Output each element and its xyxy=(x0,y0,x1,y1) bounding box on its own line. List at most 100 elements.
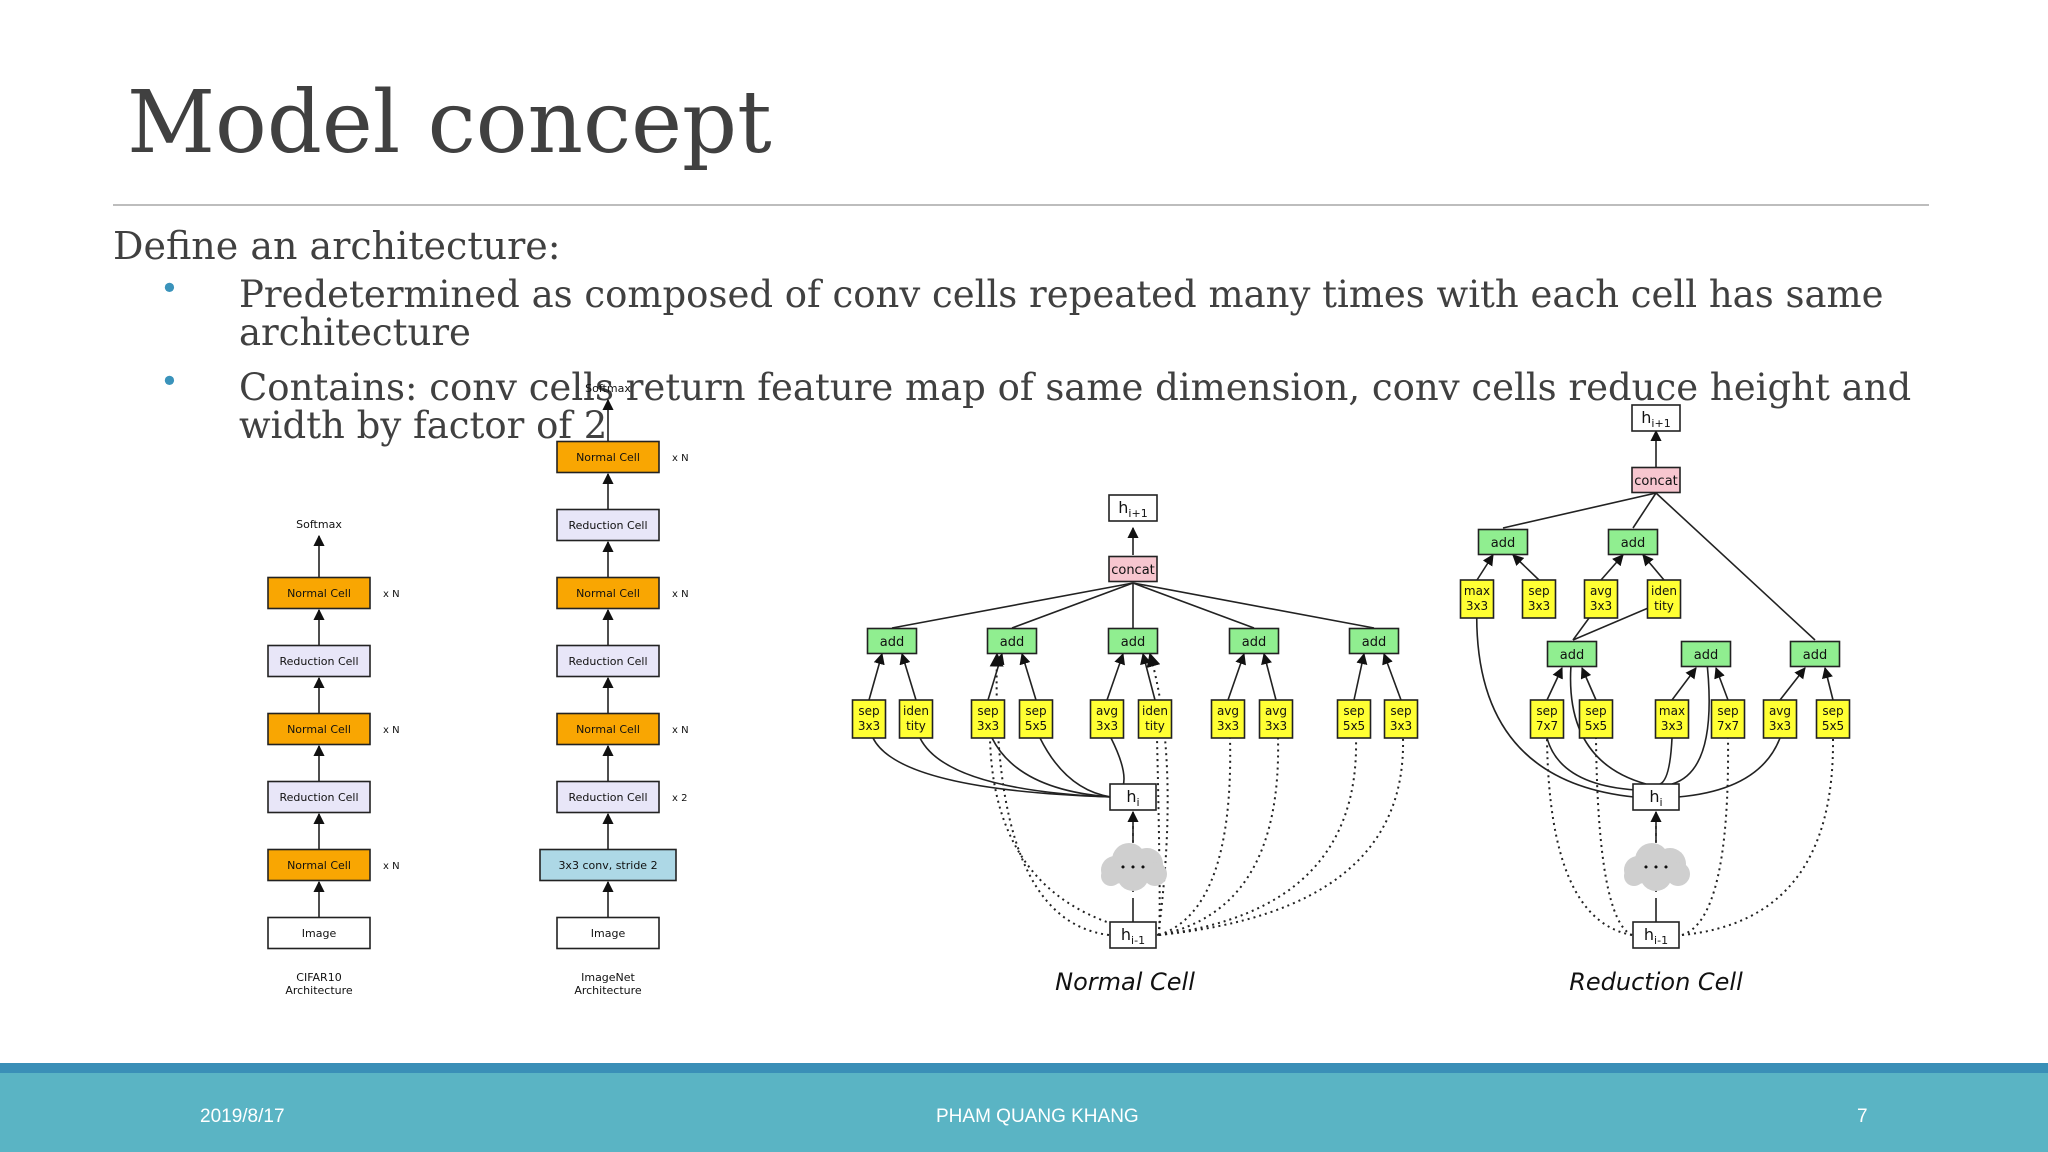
normal-hi-node-label: hi xyxy=(1126,787,1139,809)
imagenet-block-label: Normal Cell xyxy=(576,723,640,736)
connector-line xyxy=(1502,492,1657,529)
op-node-label: sep xyxy=(1822,704,1843,718)
op-node-label: avg xyxy=(1217,704,1239,718)
add-node-label: add xyxy=(1491,536,1515,551)
cifar-block-label: Reduction Cell xyxy=(279,791,358,804)
cloud-part xyxy=(1666,862,1690,886)
imagenet-caption: Architecture xyxy=(574,984,642,997)
op-node-label: max xyxy=(1659,704,1685,718)
add-node-label: add xyxy=(1242,635,1266,650)
imagenet-block xyxy=(539,848,677,882)
dotted-connector xyxy=(1546,737,1633,936)
op-node-label: sep xyxy=(1585,704,1606,718)
connector-line xyxy=(987,652,1005,701)
op-node-label: sep xyxy=(1343,704,1364,718)
op-node-label: 3x3 xyxy=(858,719,880,733)
connector-line xyxy=(1382,652,1402,701)
normal-concat-label: concat xyxy=(1111,563,1155,578)
op-node xyxy=(1089,699,1125,739)
footer-date: 2019/8/17 xyxy=(200,1106,285,1127)
cifar-block xyxy=(267,848,371,882)
add-node-label: add xyxy=(1803,648,1827,663)
reduction-cell-caption: Reduction Cell xyxy=(1569,968,1743,996)
op-node xyxy=(851,699,887,739)
add-node xyxy=(1477,528,1529,556)
imagenet-block-label: Normal Cell xyxy=(576,587,640,600)
dotted-connector xyxy=(1158,737,1358,936)
op-node-label: 5x5 xyxy=(1585,719,1607,733)
connector-line xyxy=(1642,554,1665,581)
cifar-repeat-label: x N xyxy=(383,589,400,600)
imagenet-block-label: Reduction Cell xyxy=(568,791,647,804)
add-node xyxy=(1607,528,1659,556)
op-node-label: sep xyxy=(858,704,879,718)
footer-author: PHAM QUANG KHANG xyxy=(936,1106,1139,1127)
add-node xyxy=(1546,640,1598,668)
connector-line xyxy=(1140,652,1156,701)
op-node-label: 3x3 xyxy=(1096,719,1118,733)
connector-line xyxy=(1671,667,1697,701)
connector-line xyxy=(1011,582,1134,629)
op-node xyxy=(1654,699,1690,739)
connector-line xyxy=(1512,554,1540,581)
op-node xyxy=(1646,579,1682,619)
op-node-label: iden xyxy=(903,704,929,718)
imagenet-block xyxy=(556,712,660,746)
solid-connector xyxy=(1039,737,1112,798)
cloud-part xyxy=(1143,862,1167,886)
add-node-label: add xyxy=(1362,635,1386,650)
connector-line xyxy=(1132,582,1255,629)
cifar-softmax-label: Softmax xyxy=(296,518,342,531)
connector-line xyxy=(1572,602,1661,641)
imagenet-repeat-label: x 2 xyxy=(672,793,687,804)
reduction-output-node xyxy=(1631,404,1681,432)
imagenet-block-label: Reduction Cell xyxy=(568,655,647,668)
op-node-label: 3x3 xyxy=(977,719,999,733)
normal-cell-caption: Normal Cell xyxy=(1055,968,1195,996)
op-node-label: tity xyxy=(1654,599,1674,613)
cifar-block-label: Normal Cell xyxy=(287,859,351,872)
op-node xyxy=(1018,699,1054,739)
imagenet-block-label: Image xyxy=(591,927,626,940)
op-node xyxy=(1137,699,1173,739)
bullet-list: •Predetermined as composed of conv cells… xyxy=(160,272,1920,463)
op-node xyxy=(1710,699,1746,739)
add-node xyxy=(1789,640,1841,668)
op-node-label: 3x3 xyxy=(1528,599,1550,613)
add-node-label: add xyxy=(1121,635,1145,650)
solid-connector xyxy=(1659,737,1673,785)
cifar-caption: CIFAR10 xyxy=(296,971,341,984)
imagenet-block xyxy=(556,780,660,814)
add-node-label: add xyxy=(1560,648,1584,663)
solid-connector xyxy=(872,737,1112,798)
cifar-repeat-label: x N xyxy=(383,725,400,736)
cifar-caption: Architecture xyxy=(285,984,353,997)
connector-line xyxy=(1714,666,1729,701)
op-node xyxy=(1762,699,1798,739)
reduction-concat-label: concat xyxy=(1634,474,1678,489)
op-node-label: 7x7 xyxy=(1717,719,1739,733)
solid-connector xyxy=(1671,653,1710,785)
bullet-item: •Contains: conv cells return feature map… xyxy=(160,365,1920,444)
imagenet-repeat-label: x N xyxy=(672,589,689,600)
bullet-item: •Predetermined as composed of conv cells… xyxy=(160,272,1920,351)
cifar-block xyxy=(267,780,371,814)
imagenet-block xyxy=(556,508,660,542)
dotted-connector xyxy=(1681,737,1835,936)
connector-line xyxy=(1019,652,1037,701)
add-node xyxy=(986,627,1038,655)
op-node-label: sep xyxy=(1528,584,1549,598)
cifar-block xyxy=(267,644,371,678)
op-node xyxy=(1210,699,1246,739)
op-node-label: tity xyxy=(906,719,926,733)
dotted-connector xyxy=(1158,737,1405,936)
op-node-label: 3x3 xyxy=(1217,719,1239,733)
op-node-label: 3x3 xyxy=(1390,719,1412,733)
reduction-concat-node xyxy=(1631,466,1681,494)
op-node xyxy=(1258,699,1294,739)
op-node xyxy=(970,699,1006,739)
op-node-label: 5x5 xyxy=(1343,719,1365,733)
cloud-part xyxy=(1624,866,1644,886)
op-node xyxy=(1578,699,1614,739)
op-node-label: avg xyxy=(1096,704,1118,718)
